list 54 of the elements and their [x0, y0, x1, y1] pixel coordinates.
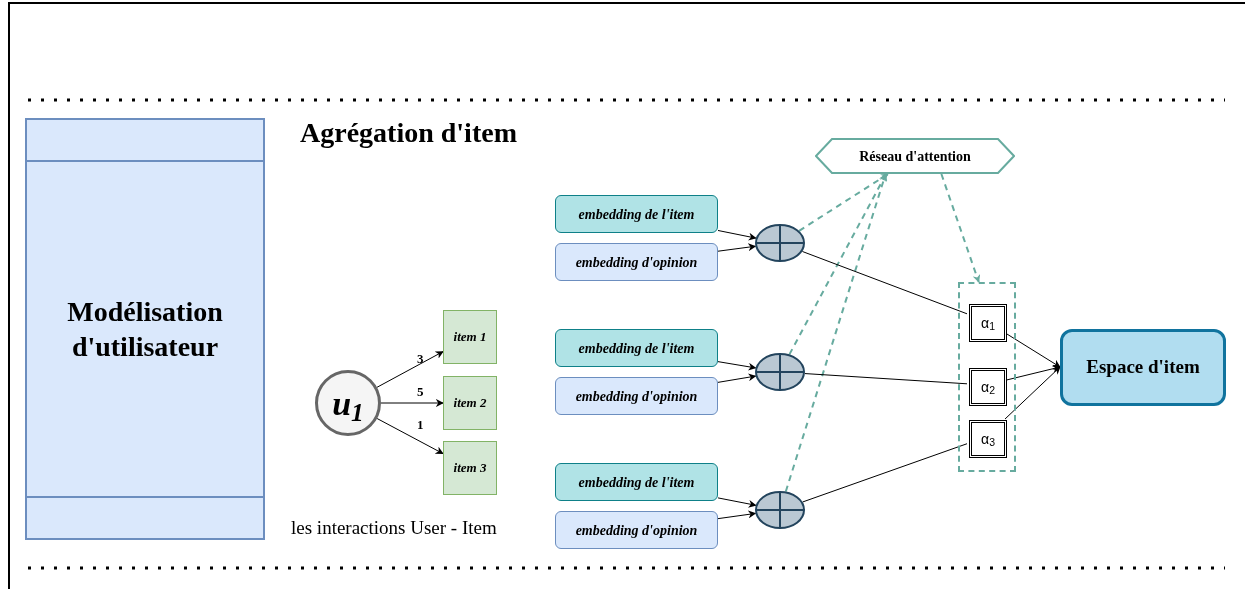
embedding-box [555, 243, 718, 281]
dashed-arrow [788, 173, 888, 356]
weight-box [969, 368, 1007, 406]
plus-circle [755, 353, 805, 391]
node-label: item 2 [453, 394, 487, 413]
embedding-box [555, 511, 718, 549]
arrow [717, 510, 757, 520]
item-box [443, 310, 497, 364]
weight-box [969, 420, 1007, 458]
item-box [443, 376, 497, 430]
node-label: Modélisation d'utilisateur [66, 295, 224, 364]
item-box [443, 441, 497, 495]
arrow [717, 497, 757, 508]
node-label: u$_{1}$ [332, 383, 364, 429]
arrow [717, 229, 757, 241]
node-label: Espace d'item [1086, 355, 1200, 380]
node-label: embedding de l'item [578, 205, 695, 224]
node-label: α$_{2}$ [981, 377, 995, 398]
caption-text: les interactions User - Item [291, 518, 497, 537]
weight-box [969, 304, 1007, 342]
embedding-box [555, 463, 718, 501]
edge-label: 1 [417, 417, 424, 431]
dashed-arrow [798, 173, 890, 232]
embedding-box [555, 195, 718, 233]
node-label: embedding d'opinion [575, 387, 698, 406]
node-label: Réseau d'attention [859, 147, 971, 166]
edge-label: 3 [417, 352, 424, 365]
arrow [717, 243, 757, 252]
arrow [1004, 366, 1061, 420]
plus-circle [755, 224, 805, 262]
connector-line [802, 443, 968, 503]
node-label: embedding de l'item [578, 473, 695, 492]
connector-line [804, 373, 968, 385]
arrow [717, 373, 757, 383]
arrow [717, 361, 757, 371]
node-label: α$_{3}$ [981, 429, 995, 450]
connector-line [801, 250, 968, 315]
node-label: embedding d'opinion [575, 253, 698, 272]
dashed-arrow [940, 173, 981, 283]
node-label: item 3 [453, 459, 487, 478]
node-label: item 1 [453, 328, 487, 347]
node-label: embedding d'opinion [575, 521, 698, 540]
plus-circle [755, 491, 805, 529]
output-box [1060, 329, 1226, 406]
attention-hexagon [815, 138, 1015, 174]
node-label: embedding de l'item [578, 339, 695, 358]
edge-label: 5 [417, 385, 424, 398]
dashed-group-box [958, 282, 1016, 472]
panel [25, 118, 265, 540]
embedding-box [555, 377, 718, 415]
embedding-box [555, 329, 718, 367]
title: Agrégation d'item [300, 119, 517, 147]
arrow [380, 399, 444, 407]
node-label: α$_{1}$ [981, 313, 995, 334]
